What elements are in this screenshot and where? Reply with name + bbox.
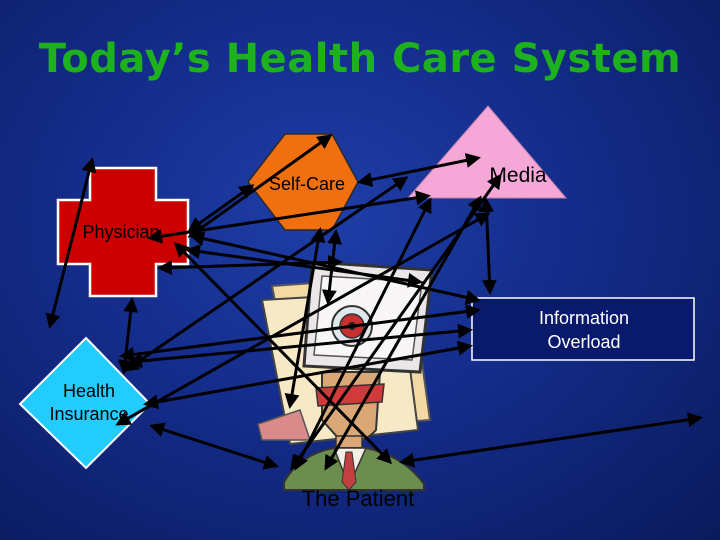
health-insurance-line2: Insurance xyxy=(49,404,129,424)
information-overload-label: Information Overload xyxy=(478,306,690,354)
self-care-label: Self-Care xyxy=(268,174,346,194)
health-insurance-label: Health Insurance xyxy=(34,380,144,426)
information-overload-line2: Overload xyxy=(547,332,621,352)
connection-arrow xyxy=(115,212,491,426)
connection-arrow xyxy=(45,157,97,329)
connection-arrow xyxy=(149,422,279,470)
physician-label: Physician xyxy=(82,222,160,242)
connection-arrows xyxy=(45,134,703,471)
patient-label: The Patient xyxy=(301,486,415,511)
connection-arrow xyxy=(399,412,703,468)
slide-title: Today’s Health Care System xyxy=(38,36,682,82)
information-overload-line1: Information xyxy=(538,308,630,328)
media-label: Media xyxy=(489,164,547,187)
health-insurance-line1: Health xyxy=(62,381,116,401)
